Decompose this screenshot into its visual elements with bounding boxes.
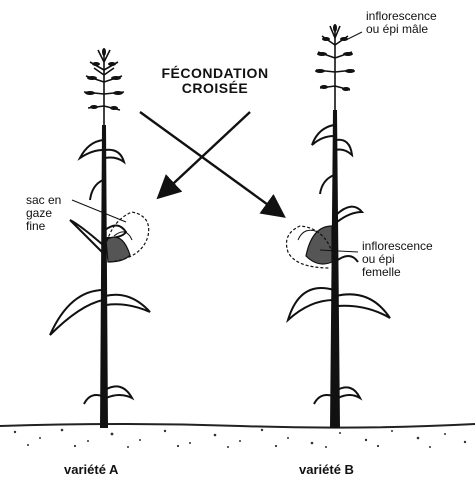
stalk-a — [100, 125, 108, 428]
label-bag-line-3: fine — [26, 220, 61, 233]
ground — [0, 424, 475, 450]
leader-male-inflorescence — [346, 32, 362, 40]
title-line-1: FÉCONDATION — [140, 66, 290, 81]
stalk-b — [330, 110, 340, 428]
variety-a-label: variété A — [64, 462, 118, 477]
variety-b-label: variété B — [299, 462, 354, 477]
leader-gauze-bag — [72, 200, 126, 222]
plant-variety-b — [287, 24, 391, 428]
female-ear-b — [298, 226, 332, 264]
male-inflorescence-a — [84, 48, 124, 125]
male-inflorescence-b — [315, 24, 355, 110]
label-male-inflorescence: inflorescence ou épi mâle — [366, 10, 437, 36]
label-gauze-bag: sac en gaze fine — [26, 194, 61, 233]
label-female-inflorescence: inflorescence ou épi femelle — [362, 240, 433, 279]
label-female-line-3: femelle — [362, 266, 433, 279]
plant-variety-a — [50, 48, 150, 428]
label-male-line-2: ou épi mâle — [366, 23, 437, 36]
arrow-to-plant-b — [140, 112, 282, 215]
diagram-title: FÉCONDATION CROISÉE — [140, 66, 290, 96]
title-line-2: CROISÉE — [140, 81, 290, 96]
leaves-a — [50, 140, 150, 404]
